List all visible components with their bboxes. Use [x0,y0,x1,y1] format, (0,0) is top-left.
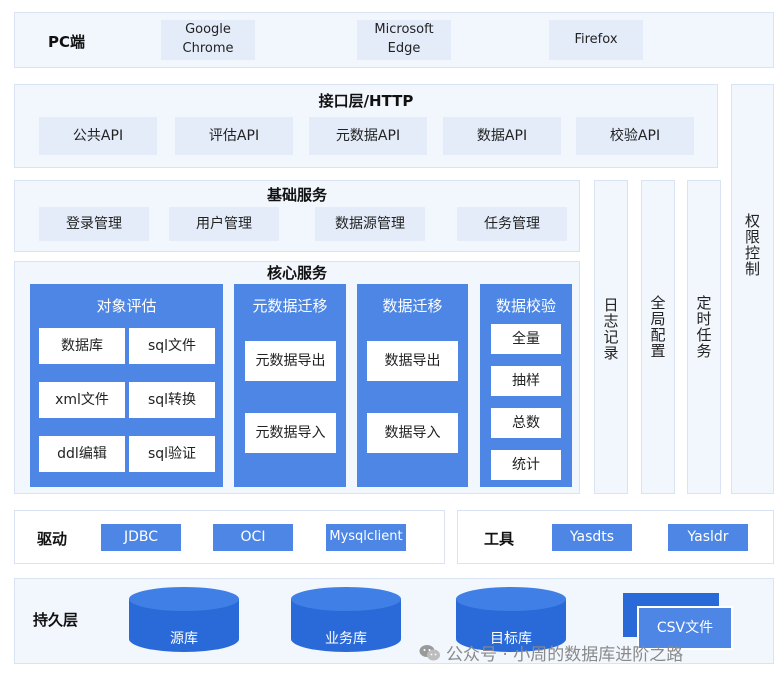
pc-layer-title: PC端 [48,33,86,51]
browser-edge: Microsoft Edge [357,20,451,60]
metadata-migrate-group: 元数据迁移 元数据导出 元数据导入 [234,284,346,487]
database-source-label: 源库 [170,631,198,647]
core-layer-title: 核心服务 [266,264,327,282]
data-migrate-title: 数据迁移 [382,297,443,315]
scheduled-task-label: 定时任务 [694,295,713,359]
driver-layer-title: 驱动 [37,530,68,548]
metadata-migrate-title: 元数据迁移 [252,297,328,315]
watermark: 公众号 · 小周的数据库进阶之路 [419,640,683,665]
data-verify-title: 数据校验 [495,297,556,315]
base-layer-title: 基础服务 [266,186,327,204]
persist-layer-title: 持久层 [33,611,79,629]
api-metadata: 元数据API [309,117,427,155]
auth-control-label: 权限控制 [743,213,761,277]
wechat-icon [419,644,440,660]
tools-layer: 工具 Yasdts Yasldr [457,510,774,564]
browser-firefox: Firefox [549,20,643,60]
eval-xml-file: xml文件 [39,382,125,418]
auth-control: 权限控制 [731,84,774,494]
data-import: 数据导入 [367,413,458,453]
database-business-icon [291,587,401,652]
verify-full: 全量 [491,324,561,354]
global-config: 全局配置 [641,180,675,494]
database-business-label: 业务库 [325,631,367,647]
verify-stats: 统计 [491,450,561,480]
data-migrate-group: 数据迁移 数据导出 数据导入 [357,284,468,487]
eval-sql-verify: sql验证 [129,436,215,472]
api-layer: 接口层/HTTP 公共API 评估API 元数据API 数据API 校验API [14,84,718,168]
driver-layer: 驱动 JDBC OCI Mysqlclient [14,510,445,564]
verify-sample: 抽样 [491,366,561,396]
csv-file-card: CSV文件 [637,606,733,650]
metadata-import: 元数据导入 [245,413,336,453]
base-datasource: 数据源管理 [315,207,425,241]
metadata-export: 元数据导出 [245,341,336,381]
object-eval-group: 对象评估 数据库 sql文件 xml文件 sql转换 ddl编辑 sql验证 [30,284,223,487]
browser-chrome: Google Chrome [161,20,255,60]
log-record-label: 日志记录 [601,297,620,361]
object-eval-title: 对象评估 [96,297,157,315]
api-layer-title: 接口层/HTTP [318,92,414,110]
eval-database: 数据库 [39,328,125,364]
tool-yasdts: Yasdts [552,524,632,551]
persist-layer: 持久层 源库 业务库 目标库 CSV文件 [14,578,774,664]
base-task: 任务管理 [457,207,567,241]
driver-jdbc: JDBC [101,524,181,551]
api-verify: 校验API [576,117,694,155]
data-verify-group: 数据校验 全量 抽样 总数 统计 [480,284,572,487]
pc-layer: PC端 Google Chrome Microsoft Edge Firefox [14,12,774,68]
base-user: 用户管理 [169,207,279,241]
tool-yasldr: Yasldr [668,524,748,551]
core-layer: 核心服务 对象评估 数据库 sql文件 xml文件 sql转换 ddl编辑 sq… [14,261,580,494]
scheduled-task: 定时任务 [687,180,721,494]
eval-sql-convert: sql转换 [129,382,215,418]
base-layer: 基础服务 登录管理 用户管理 数据源管理 任务管理 [14,180,580,252]
data-export: 数据导出 [367,341,458,381]
eval-sql-file: sql文件 [129,328,215,364]
driver-oci: OCI [213,524,293,551]
api-public: 公共API [39,117,157,155]
base-login: 登录管理 [39,207,149,241]
api-data: 数据API [443,117,561,155]
global-config-label: 全局配置 [648,295,667,359]
eval-ddl-edit: ddl编辑 [39,436,125,472]
database-target-icon [456,587,566,652]
verify-count: 总数 [491,408,561,438]
database-source-icon [129,587,239,652]
api-eval: 评估API [175,117,293,155]
database-target-label: 目标库 [490,631,532,647]
driver-mysqlclient: Mysqlclient [326,524,406,551]
watermark-text: 公众号 · 小周的数据库进阶之路 [446,645,684,665]
tools-layer-title: 工具 [484,530,515,548]
log-record: 日志记录 [594,180,628,494]
